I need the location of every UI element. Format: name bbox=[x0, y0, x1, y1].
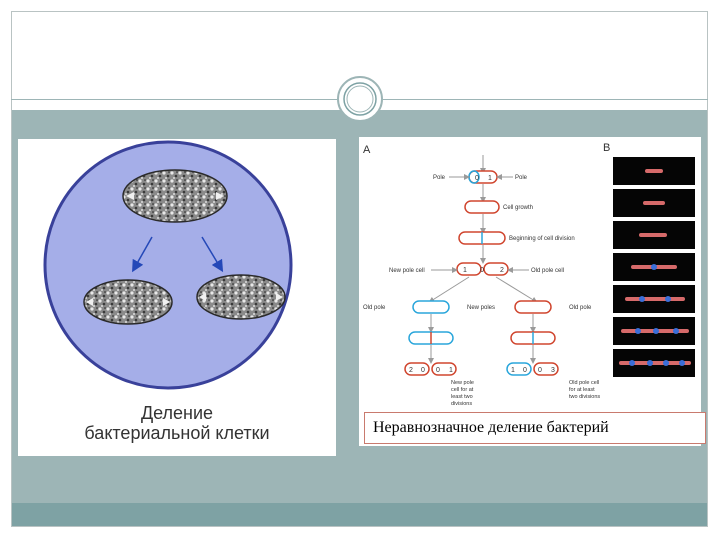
svg-text:New pole: New pole bbox=[451, 380, 474, 386]
new-pole-cell bbox=[456, 262, 482, 276]
unequal-division-figure: A B 0 1 Pole Pole Cell growth Beginning … bbox=[359, 137, 701, 446]
svg-text:Old pole cell: Old pole cell bbox=[569, 380, 599, 386]
panel-b-label: B bbox=[603, 142, 610, 154]
panel-a-label: A bbox=[363, 144, 371, 156]
footer-band bbox=[12, 503, 707, 526]
bottom-left-cell-a bbox=[404, 362, 430, 376]
note-left: New pole cell for at least two divisions bbox=[451, 380, 474, 407]
left-division-arrow bbox=[132, 236, 153, 273]
label-old-pole-cell: Old pole cell bbox=[531, 268, 564, 274]
bottom-right-number-3: 0 bbox=[538, 367, 542, 374]
label-old-pole-right: Old pole bbox=[569, 305, 592, 311]
cell-growth bbox=[464, 200, 500, 214]
right-division-arrow bbox=[201, 236, 224, 273]
svg-text:divisions: divisions bbox=[451, 401, 472, 407]
note-right: Old pole cell for at least two divisions bbox=[569, 380, 600, 400]
svg-text:two divisions: two divisions bbox=[569, 394, 600, 400]
bottom-left-number-3: 0 bbox=[436, 367, 440, 374]
bottom-right-cell-a bbox=[506, 362, 532, 376]
mid-number-right: 2 bbox=[500, 267, 504, 274]
division-diagram bbox=[43, 140, 293, 390]
caption-line-1: Деление bbox=[140, 403, 214, 423]
bottom-right-number-4: 3 bbox=[551, 367, 555, 374]
parent-bacterium bbox=[122, 169, 228, 223]
bottom-left-number-4: 1 bbox=[449, 367, 453, 374]
bottom-right-number-1: 1 bbox=[511, 367, 515, 374]
caption-line-2: бактериальной клетки bbox=[84, 423, 270, 443]
left-branch-cell bbox=[412, 300, 450, 314]
top-number-left: 0 bbox=[475, 175, 479, 182]
circle-ornament-icon bbox=[337, 76, 383, 122]
svg-text:least two: least two bbox=[451, 394, 473, 400]
label-cell-growth: Cell growth bbox=[503, 205, 533, 211]
mid-number-left: 1 bbox=[463, 267, 467, 274]
label-beginning-division: Beginning of cell division bbox=[509, 236, 575, 242]
right-branch-cell bbox=[514, 300, 552, 314]
background-circle bbox=[43, 140, 293, 390]
label-pole-right: Pole bbox=[515, 175, 528, 181]
svg-text:cell for at: cell for at bbox=[451, 387, 474, 393]
old-pole-cell bbox=[483, 262, 509, 276]
cell-generation-0 bbox=[468, 170, 498, 184]
bottom-left-cell-b bbox=[431, 362, 457, 376]
top-number-right: 1 bbox=[488, 175, 492, 182]
bottom-right-cell-b bbox=[533, 362, 559, 376]
unequal-division-diagram: A B 0 1 Pole Pole Cell growth Beginning … bbox=[363, 142, 695, 407]
daughter-bacterium-left bbox=[83, 279, 173, 325]
label-pole-left: Pole bbox=[433, 175, 446, 181]
bacterial-division-figure: Деление бактериальной клетки bbox=[18, 139, 336, 456]
label-old-pole-left: Old pole bbox=[363, 305, 386, 311]
left-figure-caption: Деление бактериальной клетки bbox=[18, 403, 336, 443]
mid-number-zero: 0 bbox=[480, 267, 484, 274]
bottom-left-number-1: 2 bbox=[409, 367, 413, 374]
svg-text:for at least: for at least bbox=[569, 387, 595, 393]
label-new-pole-cell: New pole cell bbox=[389, 268, 425, 274]
micrograph-column bbox=[613, 157, 695, 377]
daughter-bacterium-right bbox=[196, 274, 286, 320]
bottom-right-number-2: 0 bbox=[523, 367, 527, 374]
right-figure-caption: Неравнозначное деление бактерий bbox=[364, 412, 706, 444]
label-new-poles: New poles bbox=[467, 305, 495, 311]
bottom-left-number-2: 0 bbox=[421, 367, 425, 374]
